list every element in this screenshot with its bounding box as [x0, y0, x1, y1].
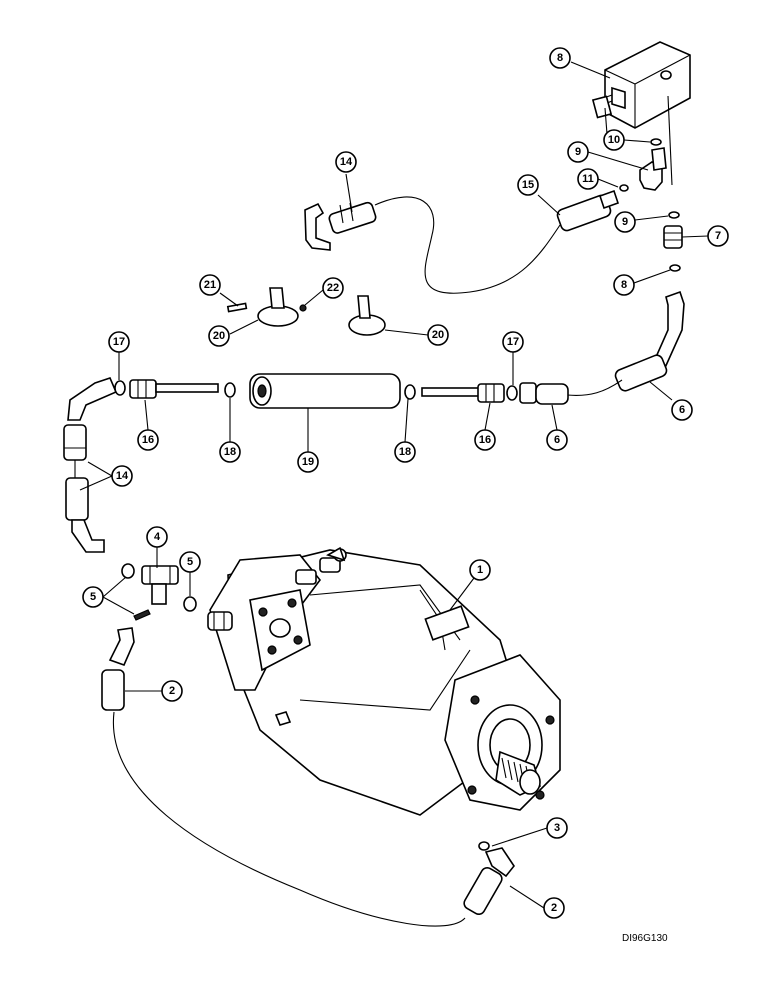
o-ring-18-right	[404, 384, 416, 400]
callout-20-left: 20	[208, 325, 230, 347]
callout-13: 11	[577, 168, 599, 190]
hose-end-2-lower	[463, 847, 515, 916]
svg-text:3: 3	[554, 822, 560, 834]
svg-text:2: 2	[551, 902, 557, 914]
valve-block-10	[591, 41, 691, 135]
callout-20-right: 20	[427, 324, 449, 346]
hose-sleeve-15-b	[65, 477, 89, 521]
svg-text:22: 22	[327, 282, 339, 294]
svg-text:19: 19	[302, 456, 314, 468]
callout-1: 1	[469, 559, 491, 581]
callout-12: 10	[603, 129, 625, 151]
callout-16-left: 16	[137, 429, 159, 451]
svg-text:9: 9	[622, 216, 628, 228]
hose-end-6-middle	[519, 382, 569, 405]
svg-text:5: 5	[187, 556, 193, 568]
tube-15-lower	[71, 519, 105, 553]
hose-end-14-left	[304, 201, 377, 251]
callout-3: 3	[546, 817, 568, 839]
svg-text:6: 6	[679, 404, 685, 416]
o-ring-5-left	[121, 563, 135, 579]
tee-fitting-4	[141, 565, 179, 605]
svg-text:8: 8	[621, 279, 627, 291]
callout-5-right: 5	[179, 551, 201, 573]
callout-11: 9	[567, 141, 589, 163]
svg-text:14: 14	[340, 156, 353, 168]
fitting-16-left	[129, 379, 219, 399]
clamp-20-right	[348, 295, 386, 336]
o-ring-17-right	[506, 385, 518, 401]
svg-text:1: 1	[477, 564, 483, 576]
connector-7	[663, 225, 683, 249]
accumulator-19	[249, 373, 401, 409]
pump-1	[207, 546, 561, 816]
svg-text:16: 16	[142, 434, 154, 446]
svg-text:6: 6	[554, 434, 560, 446]
center-line-block	[667, 95, 673, 186]
hose-line-6	[566, 379, 623, 396]
svg-text:10: 10	[608, 134, 620, 146]
svg-text:20: 20	[432, 329, 444, 341]
svg-text:11: 11	[582, 173, 594, 185]
svg-text:9: 9	[575, 146, 581, 158]
callout-6-right: 6	[671, 399, 693, 421]
o-ring-12	[650, 138, 662, 146]
callout-17-left: 17	[108, 331, 130, 353]
leader-lines	[79, 61, 709, 909]
svg-text:15: 15	[522, 179, 534, 191]
svg-text:2: 2	[169, 685, 175, 697]
callout-7: 7	[707, 225, 729, 247]
clamp-20-left	[226, 287, 307, 327]
callout-14-right: 15	[517, 174, 539, 196]
callout-2-lower: 2	[543, 897, 565, 919]
callout-5-left: 5	[82, 586, 104, 608]
callout-14-left: 14	[335, 151, 357, 173]
callout-10: 8	[549, 47, 571, 69]
o-ring-17-left	[114, 380, 126, 396]
svg-text:5: 5	[90, 591, 96, 603]
callout-22: 22	[322, 277, 344, 299]
callout-8: 8	[613, 274, 635, 296]
callout-21: 21	[199, 274, 221, 296]
callout-6-middle: 6	[546, 429, 568, 451]
tube-15-upper	[67, 377, 118, 421]
callout-4: 4	[146, 526, 168, 548]
callout-2-upper: 2	[161, 680, 183, 702]
o-ring-5-right	[183, 596, 197, 612]
svg-text:7: 7	[715, 230, 721, 242]
svg-text:20: 20	[213, 330, 225, 342]
hose-end-14-right	[556, 189, 620, 232]
callout-18-right: 18	[394, 441, 416, 463]
svg-text:14: 14	[116, 470, 129, 482]
callout-9: 9	[614, 211, 636, 233]
tube-6-right	[614, 290, 685, 392]
seal-5	[133, 609, 151, 621]
o-ring-18-left	[224, 382, 236, 398]
o-ring-13	[619, 184, 629, 192]
callouts: 8 10 9 11 14 15 9 7 8 21 22 20 20 17 17 …	[82, 47, 729, 919]
svg-text:17: 17	[507, 336, 519, 348]
callout-16-right: 16	[474, 429, 496, 451]
hose-line-14	[374, 196, 561, 294]
svg-text:21: 21	[204, 279, 216, 291]
svg-text:8: 8	[557, 52, 563, 64]
callout-15: 14	[111, 465, 133, 487]
fitting-16-right	[421, 383, 505, 403]
o-ring-8	[669, 264, 681, 272]
svg-text:18: 18	[224, 446, 236, 458]
callout-19: 19	[297, 451, 319, 473]
hose-sleeve-15-a	[63, 424, 87, 461]
o-ring-9	[668, 211, 680, 219]
svg-text:4: 4	[154, 531, 161, 543]
drawing-code: DI96G130	[622, 933, 668, 944]
svg-text:16: 16	[479, 434, 491, 446]
hose-line-2	[112, 711, 466, 927]
svg-text:18: 18	[399, 446, 411, 458]
callout-17-right: 17	[502, 331, 524, 353]
svg-text:17: 17	[113, 336, 125, 348]
hose-end-2-upper	[101, 627, 135, 711]
callout-18-left: 18	[219, 441, 241, 463]
o-ring-3	[478, 841, 490, 851]
